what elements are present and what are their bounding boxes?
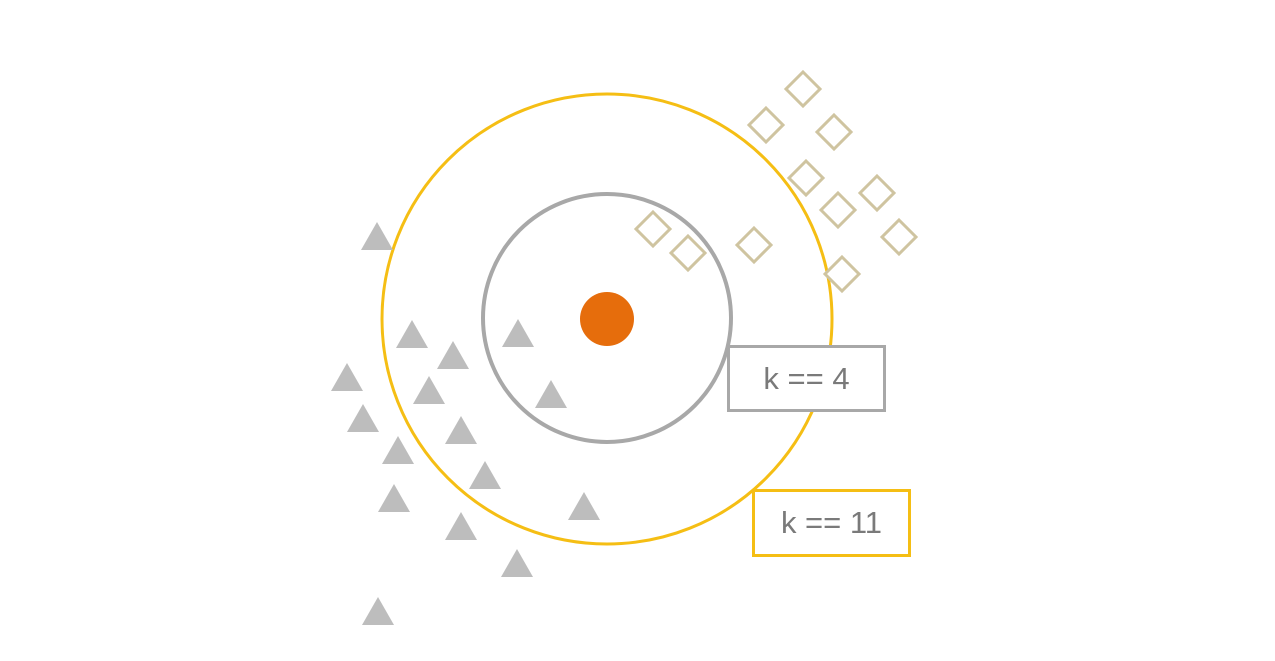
triangle-point	[396, 320, 428, 348]
diamond-point	[786, 158, 826, 198]
triangle-point	[502, 319, 534, 347]
diamond-point	[822, 254, 862, 294]
diamond-point	[857, 173, 897, 213]
triangle-point	[413, 376, 445, 404]
query-point	[580, 292, 634, 346]
k11-label: k == 11	[752, 489, 911, 557]
triangle-point	[568, 492, 600, 520]
triangle-point	[331, 363, 363, 391]
diamond-point	[633, 209, 673, 249]
triangle-point	[469, 461, 501, 489]
diamond-point	[818, 190, 858, 230]
triangle-point	[535, 380, 567, 408]
inner-neighborhood-circle	[481, 192, 733, 444]
triangle-point	[382, 436, 414, 464]
triangle-point	[361, 222, 393, 250]
triangle-point	[445, 416, 477, 444]
diamond-class-points	[633, 69, 919, 294]
triangle-point	[362, 597, 394, 625]
diamond-point	[879, 217, 919, 257]
diamond-point	[734, 225, 774, 265]
triangle-point	[437, 341, 469, 369]
triangle-class-points	[331, 222, 600, 625]
triangle-point	[347, 404, 379, 432]
diamond-point	[814, 112, 854, 152]
diamond-point	[746, 105, 786, 145]
diamond-point	[783, 69, 823, 109]
outer-neighborhood-circle	[380, 92, 834, 546]
diamond-point	[668, 233, 708, 273]
triangle-point	[501, 549, 533, 577]
triangle-point	[378, 484, 410, 512]
triangle-point	[445, 512, 477, 540]
k4-label: k == 4	[727, 345, 886, 412]
